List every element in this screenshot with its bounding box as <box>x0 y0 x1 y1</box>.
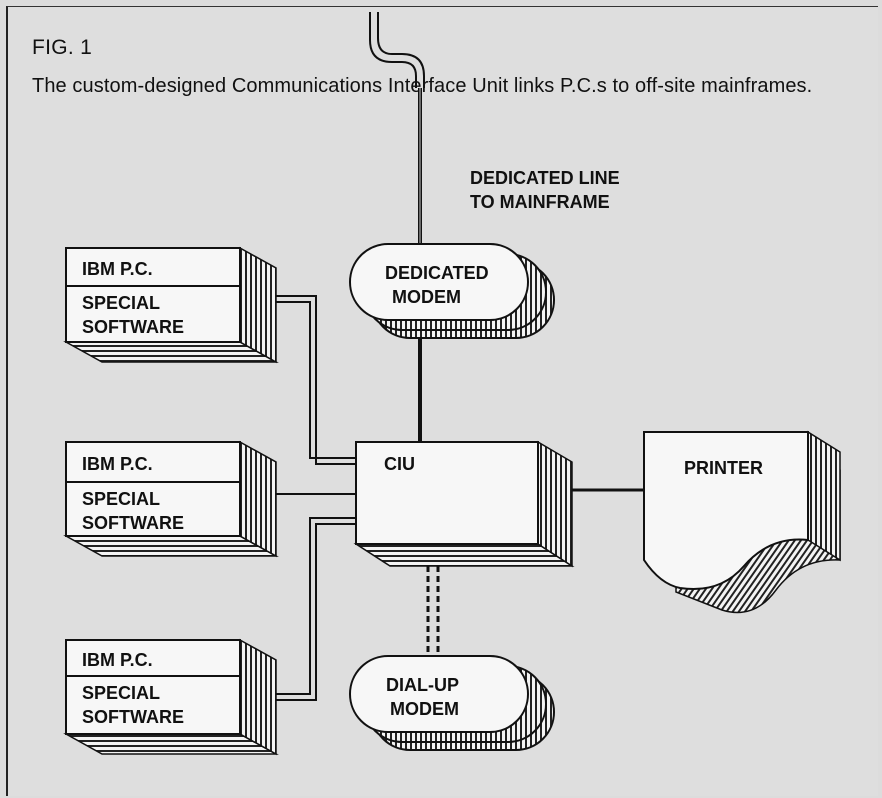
mainframe-line-label-2: TO MAINFRAME <box>470 192 610 212</box>
pc-2: IBM P.C. SPECIAL SOFTWARE <box>63 440 279 558</box>
dedicated-modem-label-1: DEDICATED <box>385 263 489 283</box>
printer: PRINTER <box>643 430 841 614</box>
dialup-modem: DIAL-UP MODEM <box>349 655 555 751</box>
pc-1-title: IBM P.C. <box>82 259 153 279</box>
pc-3-title: IBM P.C. <box>82 650 153 670</box>
dialup-modem-label-1: DIAL-UP <box>386 675 459 695</box>
pc1-ciu-link <box>276 295 356 465</box>
pc-1-software-2: SOFTWARE <box>82 317 184 337</box>
pc-3: IBM P.C. SPECIAL SOFTWARE <box>63 638 279 756</box>
pc-2-title: IBM P.C. <box>82 454 153 474</box>
figure-label: FIG. 1 <box>32 36 93 59</box>
dedicated-modem-label-2: MODEM <box>392 287 461 307</box>
dedicated-modem: DEDICATED MODEM <box>349 243 555 339</box>
ciu-box: CIU <box>353 440 575 568</box>
dialup-modem-label-2: MODEM <box>390 699 459 719</box>
mainframe-line-label-1: DEDICATED LINE <box>470 168 620 188</box>
pc-2-software-1: SPECIAL <box>82 489 160 509</box>
mainframe-line <box>369 12 417 88</box>
pc-2-software-2: SOFTWARE <box>82 513 184 533</box>
connections <box>276 12 644 701</box>
ciu-label: CIU <box>384 454 415 474</box>
pc-3-software-2: SOFTWARE <box>82 707 184 727</box>
pc-1-software-1: SPECIAL <box>82 293 160 313</box>
printer-label: PRINTER <box>684 458 763 478</box>
pc-3-software-1: SPECIAL <box>82 683 160 703</box>
figure-caption: The custom-designed Communications Inter… <box>32 75 813 97</box>
pc-1: IBM P.C. SPECIAL SOFTWARE <box>63 246 279 364</box>
pc3-ciu-link <box>276 523 356 701</box>
